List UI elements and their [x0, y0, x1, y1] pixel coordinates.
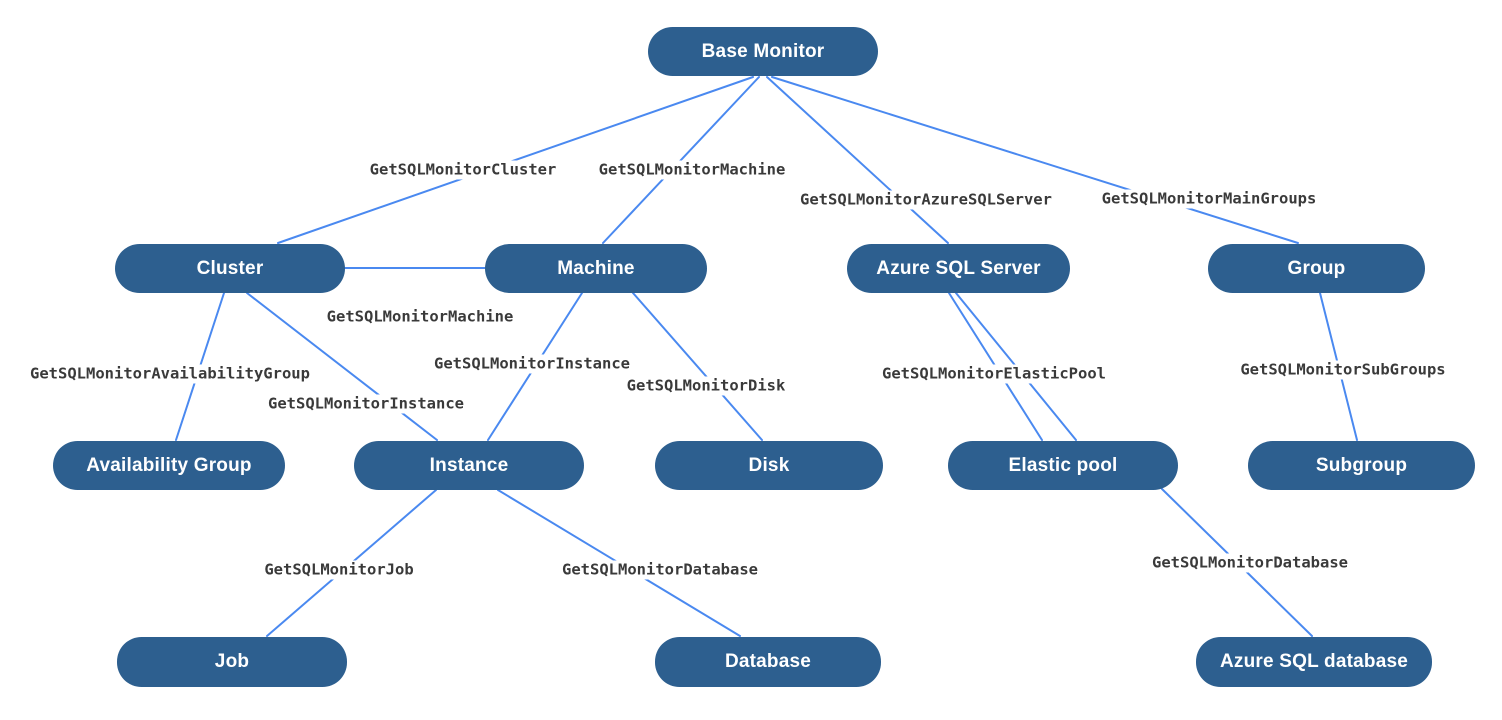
node-base-monitor: Base Monitor: [648, 27, 878, 76]
node-instance: Instance: [354, 441, 584, 490]
edge-cluster-to-instance: [246, 292, 438, 441]
edge-label-cluster-to-machine: GetSQLMonitorMachine: [321, 307, 519, 327]
edge-label-machine-to-instance: GetSQLMonitorInstance: [429, 354, 635, 374]
node-availability-group: Availability Group: [53, 441, 285, 490]
node-label-database: Database: [724, 651, 812, 672]
edge-label-base-monitor-to-machine: GetSQLMonitorMachine: [593, 160, 791, 180]
node-database: Database: [655, 637, 881, 687]
node-job: Job: [117, 637, 347, 687]
edge-label-instance-to-job: GetSQLMonitorJob: [259, 560, 419, 580]
edge-label-machine-to-disk: GetSQLMonitorDisk: [621, 376, 791, 396]
node-label-disk: Disk: [748, 454, 790, 476]
edge-label-cluster-to-availability-group: GetSQLMonitorAvailabilityGroup: [25, 364, 315, 384]
node-azure-sql-database: Azure SQL database: [1196, 637, 1432, 687]
node-label-azure-sql-server: Azure SQL Server: [876, 257, 1041, 279]
edge-label-base-monitor-to-cluster: GetSQLMonitorCluster: [364, 160, 562, 180]
edge-label-cluster-to-instance: GetSQLMonitorInstance: [263, 394, 469, 414]
edge-machine-to-disk: [632, 292, 763, 441]
node-label-base-monitor: Base Monitor: [701, 40, 825, 62]
edge-label-azure-sql-server-to-elastic-pool: GetSQLMonitorElasticPool: [877, 364, 1111, 384]
node-label-machine: Machine: [557, 257, 635, 279]
node-subgroup: Subgroup: [1248, 441, 1475, 490]
edge-label-group-to-subgroup: GetSQLMonitorSubGroups: [1235, 360, 1451, 380]
edge-label-base-monitor-to-azure-sql-server: GetSQLMonitorAzureSQLServer: [795, 190, 1057, 210]
node-label-cluster: Cluster: [196, 257, 264, 279]
edge-label-instance-to-database: GetSQLMonitorDatabase: [557, 560, 763, 580]
node-azure-sql-server: Azure SQL Server: [847, 244, 1070, 293]
node-cluster: Cluster: [115, 244, 345, 293]
node-disk: Disk: [655, 441, 883, 490]
edge-base-monitor-to-cluster: [277, 76, 754, 244]
edge-label-elastic-pool-to-azure-sql-database: GetSQLMonitorDatabase: [1147, 553, 1353, 573]
node-label-instance: Instance: [429, 454, 509, 476]
edge-base-monitor-to-azure-sql-server: [766, 76, 949, 244]
edge-base-monitor-to-group: [771, 76, 1299, 244]
node-machine: Machine: [485, 244, 707, 293]
edge-label-base-monitor-to-group: GetSQLMonitorMainGroups: [1096, 189, 1322, 209]
edge-base-monitor-to-machine: [602, 76, 760, 244]
node-label-elastic-pool: Elastic pool: [1008, 454, 1118, 476]
node-label-job: Job: [214, 651, 250, 672]
node-label-group: Group: [1287, 257, 1346, 279]
node-label-availability-group: Availability Group: [86, 454, 252, 476]
node-label-subgroup: Subgroup: [1315, 454, 1408, 476]
node-group: Group: [1208, 244, 1425, 293]
node-label-azure-sql-database: Azure SQL database: [1219, 651, 1409, 672]
node-elastic-pool: Elastic pool: [948, 441, 1178, 490]
